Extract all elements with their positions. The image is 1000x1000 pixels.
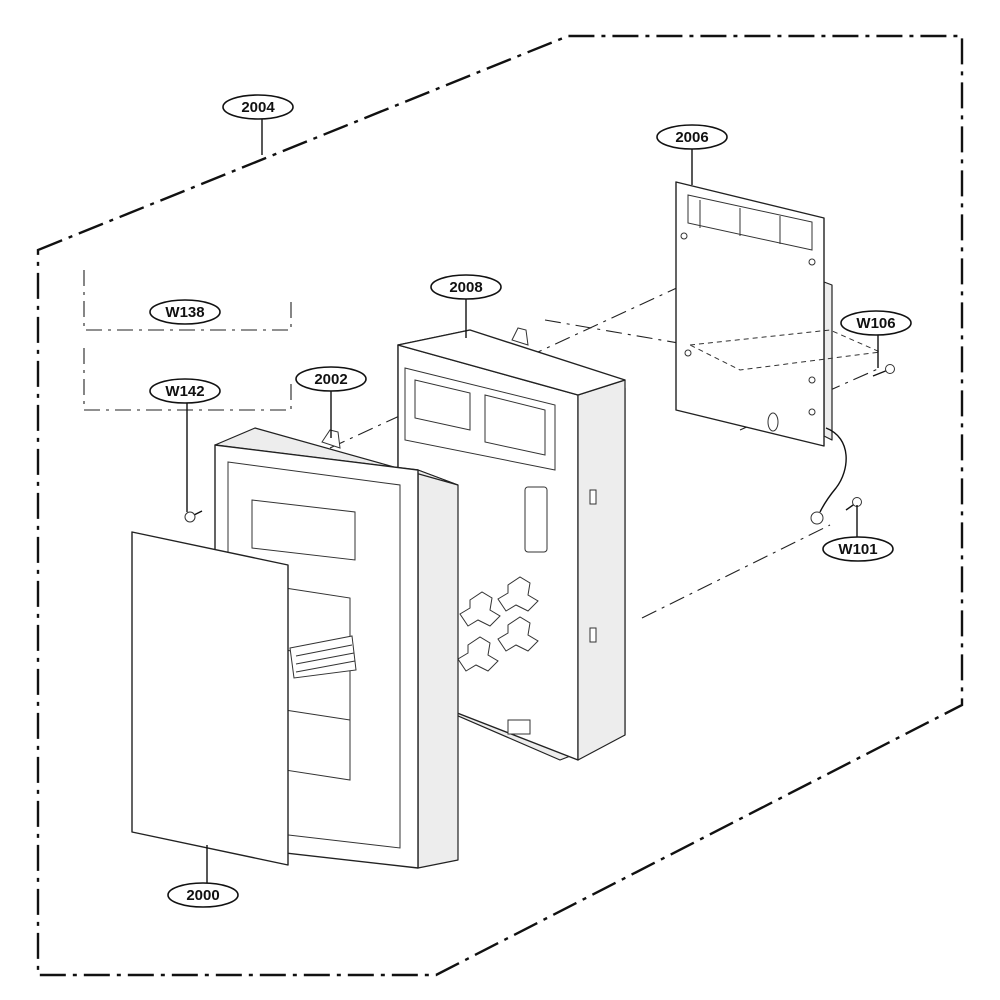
alignment-line-middle bbox=[544, 319, 691, 346]
svg-text:W138: W138 bbox=[165, 304, 204, 321]
callout-2000: 2000 bbox=[167, 882, 239, 908]
callout-w142: W142 bbox=[149, 378, 221, 404]
front-panel-2000 bbox=[131, 531, 289, 866]
svg-text:2002: 2002 bbox=[314, 371, 347, 388]
svg-text:2000: 2000 bbox=[186, 887, 219, 904]
svg-text:W106: W106 bbox=[856, 315, 895, 332]
callout-w101: W101 bbox=[822, 536, 894, 562]
alignment-line-top bbox=[329, 267, 721, 449]
callout-2008: 2008 bbox=[430, 274, 502, 300]
callout-2006: 2006 bbox=[656, 124, 728, 150]
svg-text:2006: 2006 bbox=[675, 129, 708, 146]
callout-2004: 2004 bbox=[222, 94, 294, 120]
screw-w101 bbox=[845, 497, 862, 511]
ground-wire bbox=[819, 427, 847, 513]
assembly-boundary bbox=[36, 34, 964, 977]
svg-text:2008: 2008 bbox=[449, 279, 482, 296]
alignment-line-bottom bbox=[641, 524, 831, 619]
callout-2002: 2002 bbox=[295, 366, 367, 392]
callout-w138: W138 bbox=[149, 299, 221, 325]
callout-w106: W106 bbox=[840, 310, 912, 336]
screw-w142 bbox=[184, 510, 203, 523]
svg-text:2004: 2004 bbox=[241, 99, 275, 116]
ring-terminal bbox=[810, 511, 824, 525]
screw-w106 bbox=[872, 364, 895, 377]
pcb-board-2006 bbox=[675, 181, 882, 447]
w138-bracket bbox=[83, 270, 292, 331]
svg-text:W142: W142 bbox=[165, 383, 204, 400]
svg-text:W101: W101 bbox=[838, 541, 877, 558]
